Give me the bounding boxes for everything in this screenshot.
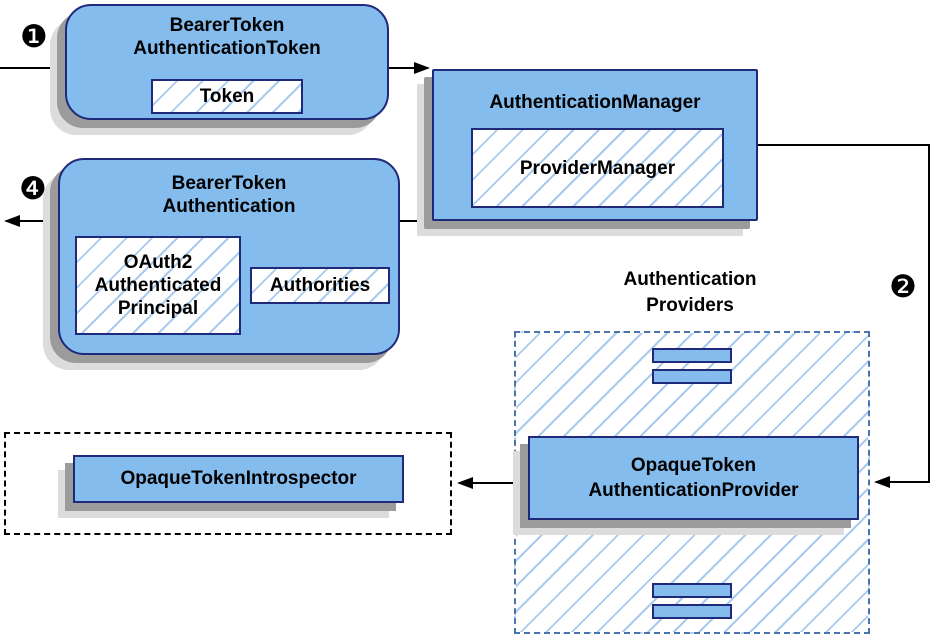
label-line-1: Authentication	[623, 269, 757, 290]
provider-placeholder-bar	[652, 583, 732, 598]
provider-manager-label: ProviderManager	[519, 157, 676, 179]
node-authentication-manager: AuthenticationManager ProviderManager	[432, 69, 758, 221]
title-line-1: BearerToken	[169, 15, 285, 36]
title-line-1: OpaqueToken	[630, 455, 757, 476]
step-marker-2: ❷	[889, 269, 917, 305]
title-line-2: Authentication	[162, 196, 296, 217]
token-label: Token	[199, 86, 255, 107]
authorities-label: Authorities	[269, 275, 371, 296]
title-line-1: BearerToken	[171, 173, 287, 194]
node-bearer-token-authentication: BearerToken Authentication OAuth2 Authen…	[58, 158, 400, 355]
node-title: BearerToken AuthenticationToken	[67, 14, 387, 60]
introspector-label: OpaqueTokenIntrospector	[120, 468, 357, 489]
label-line-2: Providers	[646, 295, 734, 316]
provider-placeholder-bar	[652, 604, 732, 619]
node-opaque-token-introspector: OpaqueTokenIntrospector	[73, 455, 404, 503]
provider-manager-box: ProviderManager	[471, 128, 724, 208]
node-opaque-token-authentication-provider: OpaqueToken AuthenticationProvider	[528, 436, 859, 520]
principal-line-2: Authenticated	[94, 275, 222, 296]
provider-placeholder-bar	[652, 369, 732, 384]
step-marker-1: ❶	[20, 19, 48, 55]
oauth2-authenticated-principal-box: OAuth2 Authenticated Principal	[75, 236, 241, 335]
authentication-providers-label: Authentication Providers	[565, 267, 815, 319]
authorities-box: Authorities	[250, 267, 390, 304]
node-title: BearerToken Authentication	[60, 172, 398, 218]
principal-line-1: OAuth2	[123, 252, 193, 273]
title-line-1: AuthenticationManager	[489, 92, 701, 113]
provider-placeholder-bar	[652, 348, 732, 363]
step-marker-4: ❹	[19, 171, 47, 207]
node-bearer-token-authentication-token: BearerToken AuthenticationToken Token	[65, 4, 389, 120]
title-line-2: AuthenticationProvider	[588, 480, 799, 501]
principal-line-3: Principal	[117, 298, 199, 319]
title-line-2: AuthenticationToken	[133, 38, 321, 59]
node-title: AuthenticationManager	[434, 91, 756, 114]
token-box: Token	[151, 79, 303, 114]
